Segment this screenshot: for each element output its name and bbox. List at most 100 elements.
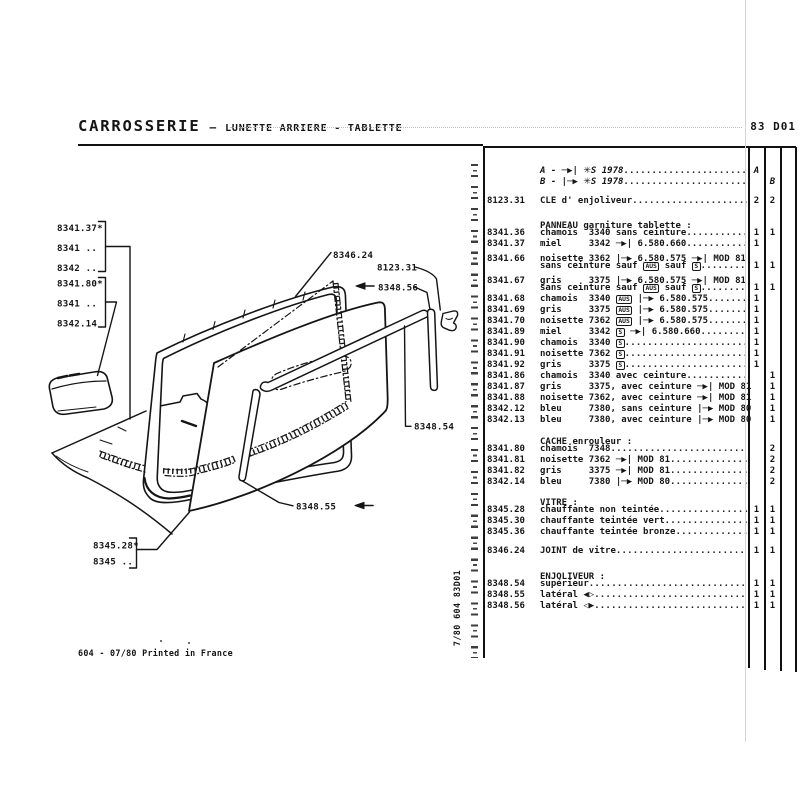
part-description: chamois 3340 S (540, 338, 625, 349)
part-description: gris 3375 S (540, 360, 625, 371)
page-title: CARROSSERIE—LUNETTE ARRIERE - TABLETTE (78, 117, 402, 135)
callout-cache-1: 8341.80* (57, 279, 103, 290)
hatch-bands (99, 282, 352, 475)
dot-leader: ........................................… (670, 454, 747, 465)
dot-leader: ........................................… (670, 465, 747, 476)
callout-glass-2: 8345 .. (93, 557, 133, 568)
part-description: latéral ◁▶ (540, 601, 595, 611)
part-description: gris 3375 |─▶ 6.580.575 ─▶| MOD 81 (540, 276, 746, 286)
qty-col-b: 1 (769, 526, 776, 537)
part-description: noisette 7362 ─▶| MOD 81 (540, 454, 671, 465)
title-rule (78, 143, 483, 146)
dot-leader: ........................................… (624, 360, 747, 370)
dot-leader: ........................................… (659, 504, 747, 515)
qty-col-a: 1 (753, 228, 760, 238)
part-description: chauffante teintée vert (540, 515, 665, 526)
part-number: 8341.67 (487, 276, 525, 286)
dot-leader: ........................................… (700, 261, 747, 271)
part-number: 8345.36 (487, 526, 525, 537)
scan-artifact-line (745, 0, 746, 742)
callout-panel-3: 8342 .. (57, 263, 97, 274)
dot-leader: ........................................… (624, 338, 747, 348)
part-number: 8341.91 (487, 349, 525, 359)
part-number: 8348.55 (487, 590, 525, 600)
part-description: latéral ◀▷ (540, 590, 595, 600)
part-description: noisette 7362 AUS |─▶ 6.580.575 (540, 316, 709, 326)
strip-superieur (259, 309, 429, 393)
dot-leader: ........................................… (700, 283, 747, 293)
part-number: 8341.87 (487, 382, 525, 392)
table-row: CACHE enrouleur : (487, 433, 796, 447)
dot-leader: ........................................… (708, 316, 747, 326)
part-description: A - ─▶| ✳S 1978 (540, 165, 624, 176)
dot-leader: ........................................… (615, 546, 747, 556)
table-row: VITRE : (487, 494, 796, 508)
dot-leader: ........................................… (594, 601, 747, 611)
part-number: 8348.54 (487, 579, 525, 589)
part-number: 8341.70 (487, 316, 525, 326)
part-number: 8345.28 (487, 504, 525, 515)
scan-artifact-dots (230, 127, 742, 128)
dot-leader: ........................................… (588, 579, 747, 589)
part-number: 8341.36 (487, 228, 525, 238)
cache-enrouleur-part (48, 370, 114, 416)
qty-col-a: 1 (753, 327, 760, 337)
part-description: gris 3375 AUS |─▶ 6.580.575 (540, 305, 709, 315)
qty-col-b: 1 (769, 546, 776, 556)
qty-col-a: 1 (753, 504, 760, 515)
part-number: 8341.89 (487, 327, 525, 337)
part-description: sans ceinture sauf AUS sauf S (540, 261, 701, 272)
dot-leader: ........................................… (670, 476, 747, 487)
part-number: 8341.68 (487, 294, 525, 304)
qty-col-b: 1 (769, 371, 776, 381)
imprint-text: 604 - 07/80 Printed in France (78, 648, 233, 658)
part-description: noisette 7362 S (540, 349, 625, 360)
callout-lateral-left: 8348.55 (296, 502, 336, 513)
qty-col-a: A (753, 165, 760, 176)
qty-col-a: 1 (753, 349, 760, 359)
qty-col-b: 1 (769, 283, 776, 293)
dot-leader: ........................................… (686, 371, 747, 381)
part-number: 8342.13 (487, 415, 525, 425)
dot-leader: ........................................… (700, 327, 747, 337)
strip-lateral-right (426, 308, 439, 392)
table-row: 8341.67 gris 3375 |─▶ 6.580.575 ─▶| MOD 8… (487, 272, 796, 286)
part-number: 8341.86 (487, 371, 525, 381)
part-description: chauffante teintée bronze (540, 526, 676, 537)
qty-col-a: 1 (753, 546, 760, 556)
qty-col-a: 1 (753, 305, 760, 315)
dot-leader: ........................................… (686, 239, 747, 249)
dot-leader: ........................................… (686, 228, 747, 238)
qty-col-a: 2 (753, 195, 760, 206)
part-description: sans ceinture sauf AUS sauf S (540, 283, 701, 294)
callout-glass-1: 8345.28* (93, 541, 139, 552)
callout-lateral-right: 8348.56 (378, 283, 418, 294)
part-description: noisette 3362 |─▶ 6.580.575 ─▶| MOD 81 (540, 254, 746, 264)
qty-col-a: 1 (753, 515, 760, 526)
part-number: 8341.88 (487, 393, 525, 403)
part-description: miel 3342 ─▶| 6.580.660 (540, 239, 687, 249)
part-number: 8341.69 (487, 305, 525, 315)
table-row: sans ceinture sauf AUS sauf S...........… (487, 261, 796, 272)
qty-col-b: 1 (769, 601, 776, 611)
part-description: ENJOLIVEUR : (540, 572, 606, 582)
dot-leader: ........................................… (708, 305, 747, 315)
row-tick-marks-2 (473, 169, 477, 655)
dot-leader: ........................................… (624, 349, 747, 359)
part-number: 8342.12 (487, 404, 525, 414)
dot-leader: ........................................… (708, 294, 747, 304)
table-colline-4 (795, 147, 797, 672)
callout-panel-1: 8341.37* (57, 223, 103, 234)
part-number: 8346.24 (487, 546, 525, 556)
table-top-line (483, 146, 796, 148)
